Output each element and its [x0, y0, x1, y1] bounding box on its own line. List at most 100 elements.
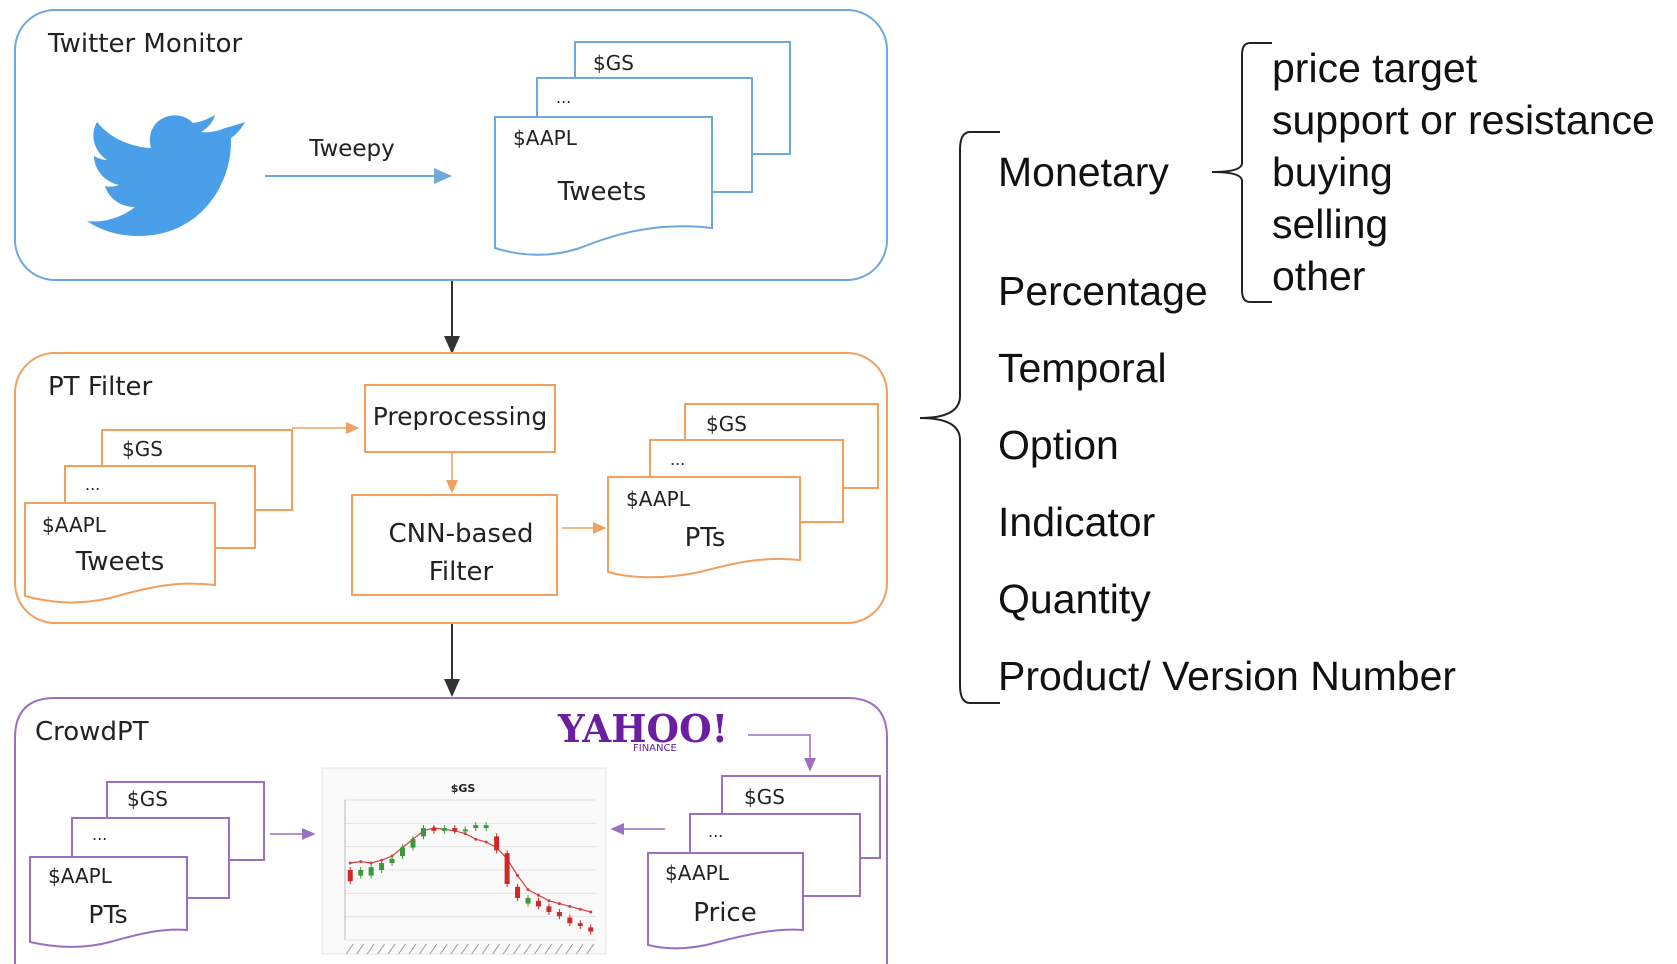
candle-body: [368, 867, 374, 876]
chart-x-tick: [534, 943, 542, 955]
chart-x-tick: [471, 943, 480, 955]
chart-x-tick: [565, 943, 574, 955]
chart-x-tick: [419, 943, 427, 955]
chart-trend-point: [568, 904, 572, 908]
stack-front-label: $AAPL: [48, 864, 113, 888]
monetary-subitem: other: [1272, 253, 1365, 299]
monetary-subitem: buying: [1272, 149, 1393, 195]
chart-x-tick: [575, 943, 584, 955]
stack-mid-label: ...: [670, 450, 685, 469]
candle-body: [410, 839, 416, 848]
candle-body: [546, 906, 552, 912]
stack-mid-label: ...: [708, 822, 723, 841]
yahoo-logo-sub: FINANCE: [633, 743, 677, 754]
price-stack: $GS ... $AAPL Price: [647, 775, 881, 950]
chart-trend-point: [516, 874, 520, 878]
stack-front-label: $AAPL: [665, 861, 730, 885]
stack-mid-label: ...: [92, 825, 107, 844]
yahoo-logo-brand: YAHOO!: [557, 706, 728, 751]
candle-body: [504, 853, 510, 884]
chart-x-tick: [398, 943, 406, 955]
candle-body: [431, 828, 437, 831]
stack-top-label: $GS: [744, 785, 785, 809]
chart-x-tick: [377, 943, 386, 955]
crowdpt-section: CrowdPT $GS ... $AAPL PTs $GS YAHOO! FIN…: [14, 697, 888, 964]
stack-mid-label: ...: [85, 475, 100, 494]
candle-body: [389, 858, 395, 863]
candle-body: [358, 870, 364, 876]
chart-x-tick: [408, 943, 417, 955]
candle-body: [462, 829, 468, 832]
crowdpt-title: CrowdPT: [35, 717, 149, 747]
candle-body: [473, 825, 479, 828]
chart-x-tick: [554, 943, 563, 955]
preprocessing-box: [364, 384, 556, 453]
candle-body: [535, 900, 541, 907]
category-item: Product/ Version Number: [998, 653, 1456, 699]
category-item: Option: [998, 422, 1119, 468]
twitter-monitor-title: Twitter Monitor: [47, 29, 243, 59]
stack-top-label: $GS: [593, 51, 634, 75]
filter-tweets-stack: $GS ... $AAPL Tweets: [24, 429, 293, 604]
chart-trend-point: [359, 860, 363, 864]
category-item: Temporal: [998, 345, 1167, 391]
chart-x-tick: [460, 943, 469, 955]
pts-label: PTs: [88, 900, 127, 929]
chart-x-tick: [492, 943, 501, 955]
candle-body: [588, 927, 594, 932]
tweets-label: Tweets: [75, 547, 165, 577]
chart-grid: [344, 799, 596, 941]
yahoo-finance-logo: YAHOO! FINANCE: [557, 706, 728, 754]
stack-top-label: $GS: [127, 787, 168, 811]
monetary-subitem: selling: [1272, 201, 1388, 247]
chart-x-tick: [502, 943, 511, 955]
chart-trend-point: [348, 861, 352, 865]
candle-body: [577, 923, 583, 926]
chart-x-ticks: [345, 943, 595, 955]
category-brace: [919, 131, 1000, 704]
chart-x-tick: [513, 943, 521, 955]
chart-x-tick: [366, 943, 375, 955]
stack-top-label: $GS: [122, 437, 163, 461]
pts-label: PTs: [685, 523, 726, 553]
cnn-filter-box: [351, 494, 558, 596]
candle-body: [494, 836, 500, 851]
chart-trend-point: [557, 902, 561, 906]
candle-body: [525, 898, 531, 904]
chart-x-tick: [387, 943, 396, 955]
category-item: Percentage: [998, 268, 1208, 314]
monetary-subitem: price target: [1272, 45, 1478, 91]
candle-body: [556, 912, 562, 917]
category-item: Monetary: [998, 149, 1169, 195]
candle-body: [347, 870, 353, 882]
monetary-brace: [1211, 42, 1272, 303]
chart-x-tick: [429, 943, 438, 955]
cnn-label-line1: CNN-based: [389, 519, 534, 549]
crowd-pts-stack: $GS ... $AAPL PTs: [29, 781, 265, 948]
category-items: MonetaryPercentageTemporalOptionIndicato…: [998, 149, 1456, 699]
chart-title: $GS: [451, 782, 476, 795]
chart-trend-polyline: [350, 827, 591, 913]
chart-trend-point: [474, 837, 478, 841]
tweets-label: Tweets: [557, 177, 647, 207]
yahoo-to-price-arrow: [748, 734, 816, 772]
category-item: Indicator: [998, 499, 1155, 545]
chart-trend-point: [589, 910, 593, 914]
stack-front-label: $AAPL: [626, 487, 691, 511]
stack-front-label: $AAPL: [42, 513, 107, 537]
chart-x-tick: [586, 943, 595, 955]
cnn-label-line2: Filter: [429, 557, 494, 587]
chart-x-tick: [356, 943, 365, 955]
candle-body: [420, 828, 426, 837]
candle-body: [483, 825, 489, 828]
chart-trend-point: [369, 861, 373, 865]
tweepy-label: Tweepy: [308, 136, 395, 162]
chart-x-tick: [544, 943, 553, 955]
twitter-bird-icon: [87, 115, 245, 236]
filter-pts-stack: $GS ... $AAPL PTs: [607, 403, 879, 579]
candle-body: [400, 847, 406, 856]
category-item: Quantity: [998, 576, 1151, 622]
candle-body: [452, 828, 458, 831]
